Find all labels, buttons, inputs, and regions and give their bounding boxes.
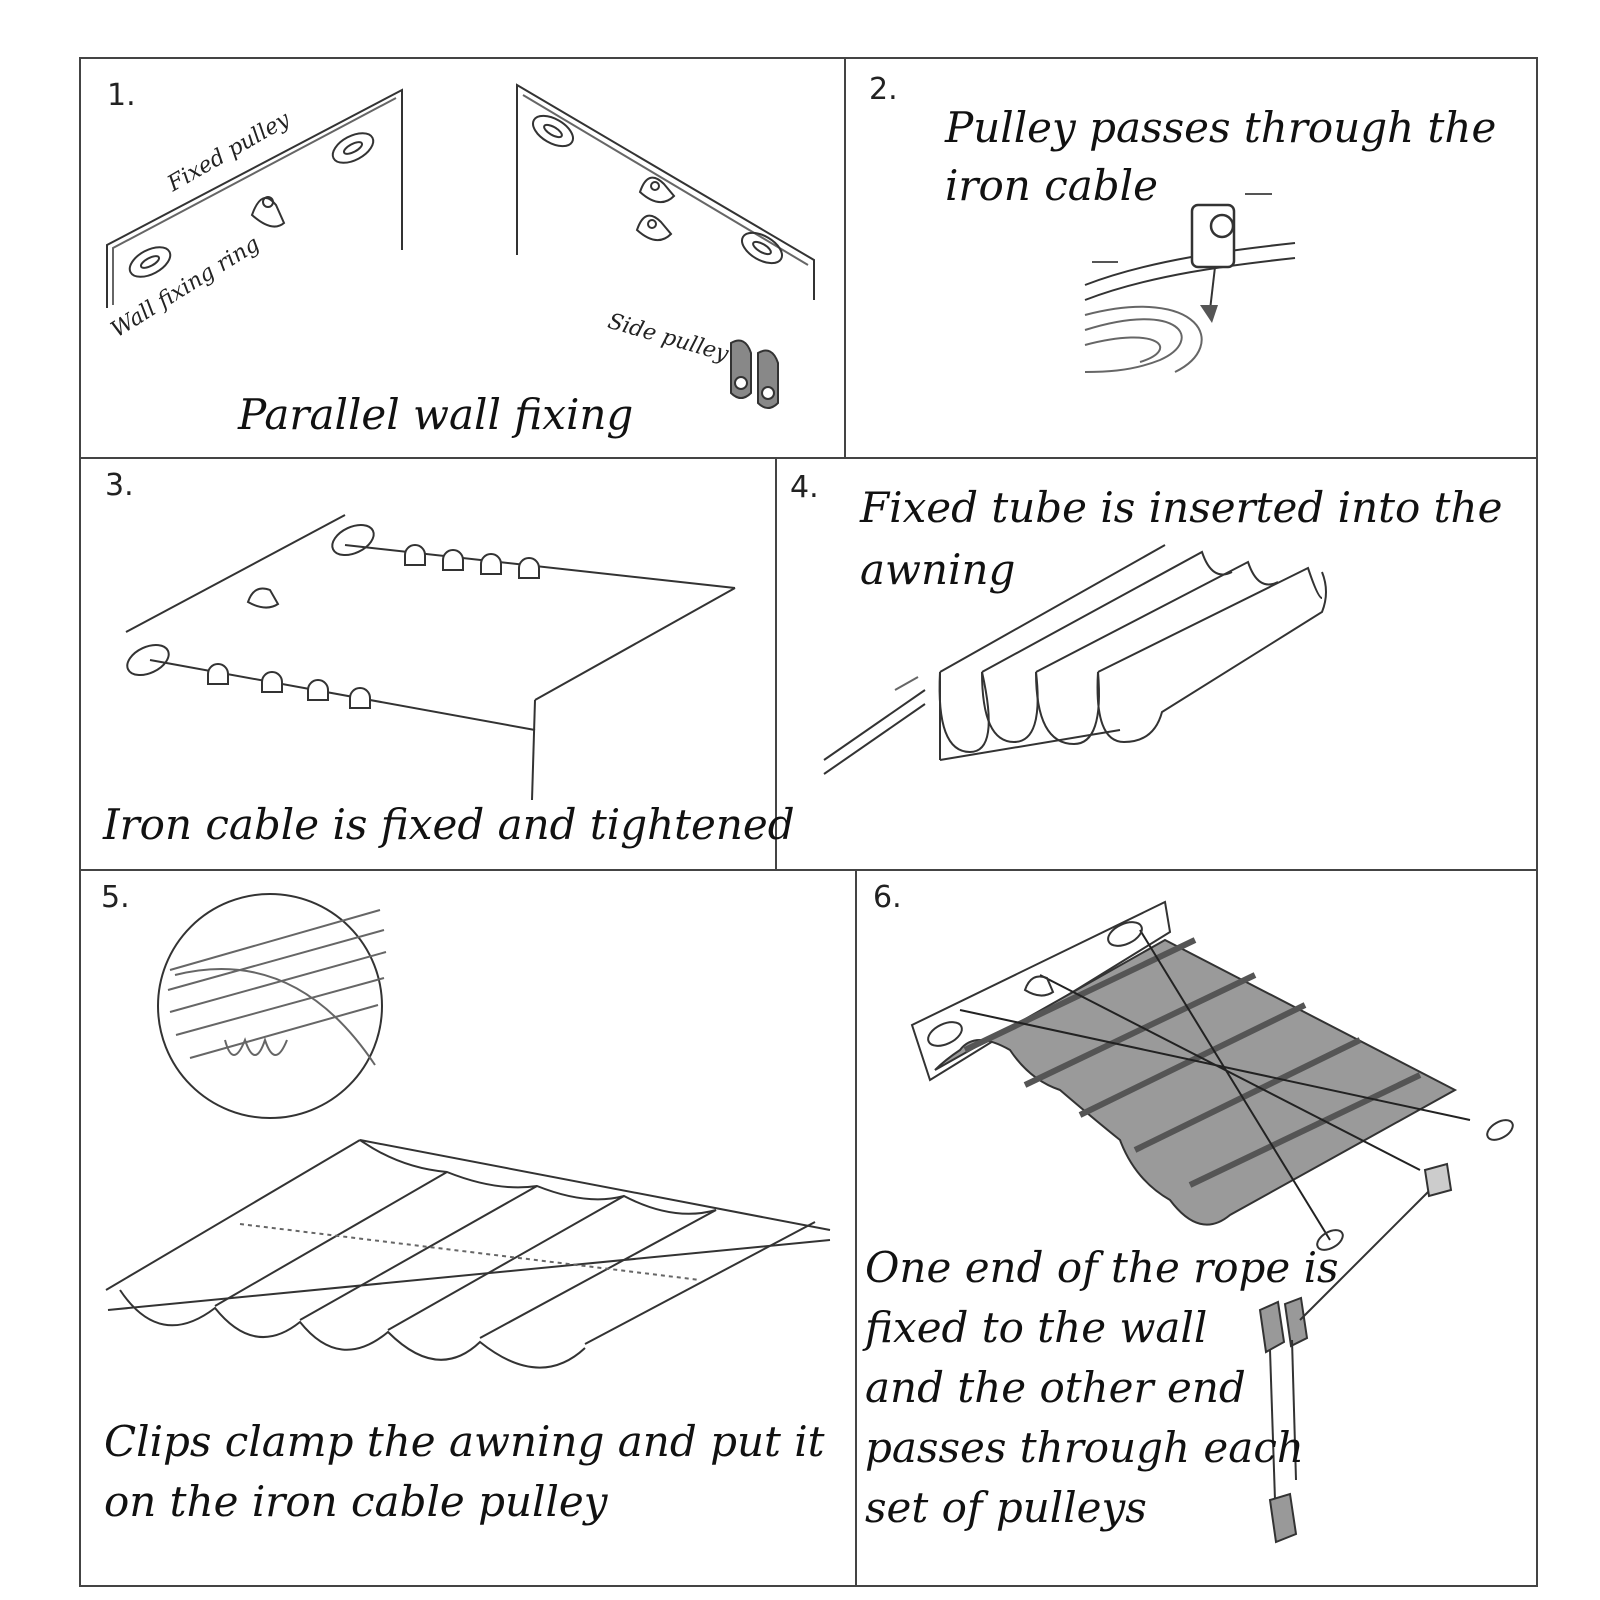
step-caption-line: Pulley passes through the [945,103,1497,152]
step-caption-line: passes through each [865,1423,1304,1472]
step-caption-line: iron cable [945,161,1158,210]
fixed-pulley-icon [246,587,280,609]
step-caption: Parallel wall fixing [238,390,634,439]
step-caption: Iron cable is fixed and tightened [103,800,795,849]
step-number: 5. [101,880,130,915]
side-pulley-icon [730,339,779,409]
pulley-icon [1190,203,1236,323]
step-caption-line: Clips clamp the awning and put it [104,1417,825,1466]
step-caption-line: awning [860,545,1016,594]
step-caption-line: and the other end [865,1363,1246,1412]
step-number: 1. [107,78,136,113]
step-caption-line: fixed to the wall [865,1303,1208,1352]
awning-fabric [934,929,1471,1241]
step-caption-line: One end of the rope is [865,1243,1339,1292]
step-caption-line: on the iron cable pulley [104,1477,608,1526]
wall-fixing-ring-icon [126,523,375,677]
pulley-row [207,544,540,709]
step-number: 2. [869,72,898,107]
fixed-pulley-icon [635,176,676,241]
step-number: 3. [105,468,134,503]
step-caption-line: set of pulleys [865,1483,1147,1532]
step-number: 4. [790,470,819,505]
fixed-pulley-icon [250,196,286,228]
step-caption-line: Fixed tube is inserted into the [860,483,1503,532]
step-number: 6. [873,880,902,915]
instruction-sheet [79,57,1538,1587]
side-pulley-icon [1258,1162,1453,1544]
